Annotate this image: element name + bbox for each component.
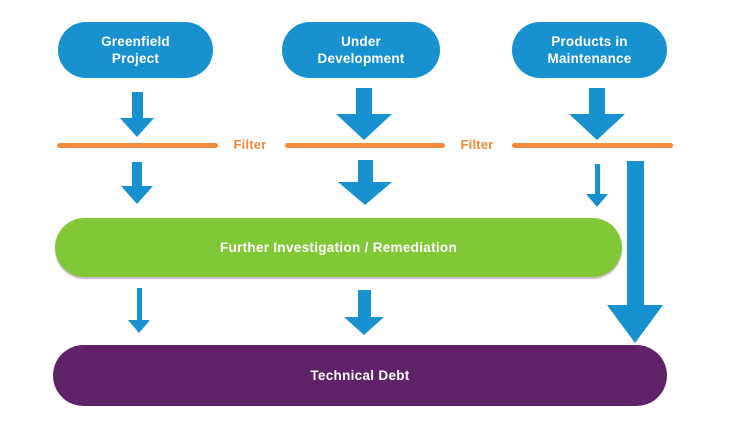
node-under-development: Under Development xyxy=(282,22,440,78)
arrow-remediation-to-debt-1-icon xyxy=(128,288,150,333)
node-label-line: Maintenance xyxy=(547,51,632,66)
node-label-line: Development xyxy=(317,51,405,66)
arrow-development-to-filter-icon xyxy=(336,88,392,140)
node-greenfield-project: Greenfield Project xyxy=(58,22,213,78)
node-label-line: Under xyxy=(340,34,381,49)
arrow-bypass-to-technical-debt-icon xyxy=(607,161,663,343)
remediation-label: Further Investigation / Remediation xyxy=(219,240,458,255)
technical-debt-label: Technical Debt xyxy=(310,368,410,383)
filter-line xyxy=(57,143,218,148)
node-label-line: Greenfield xyxy=(101,34,170,49)
arrow-filter-to-remediation-1-icon xyxy=(121,162,153,204)
arrow-greenfield-to-filter-icon xyxy=(120,92,154,137)
filter-label: Filter xyxy=(460,137,494,152)
arrow-remediation-to-debt-2-icon xyxy=(344,290,384,335)
filter-line xyxy=(285,143,445,148)
node-products-in-maintenance: Products in Maintenance xyxy=(512,22,667,78)
technical-debt-bar: Technical Debt xyxy=(53,345,667,406)
filter-line xyxy=(512,143,673,148)
arrow-filter-to-remediation-3-icon xyxy=(586,164,608,207)
arrow-maintenance-to-filter-icon xyxy=(569,88,625,140)
node-label-line: Products in xyxy=(551,34,628,49)
node-label-line: Project xyxy=(111,51,160,66)
filter-label: Filter xyxy=(233,137,267,152)
arrow-filter-to-remediation-2-icon xyxy=(338,160,392,205)
remediation-bar: Further Investigation / Remediation xyxy=(55,218,622,277)
